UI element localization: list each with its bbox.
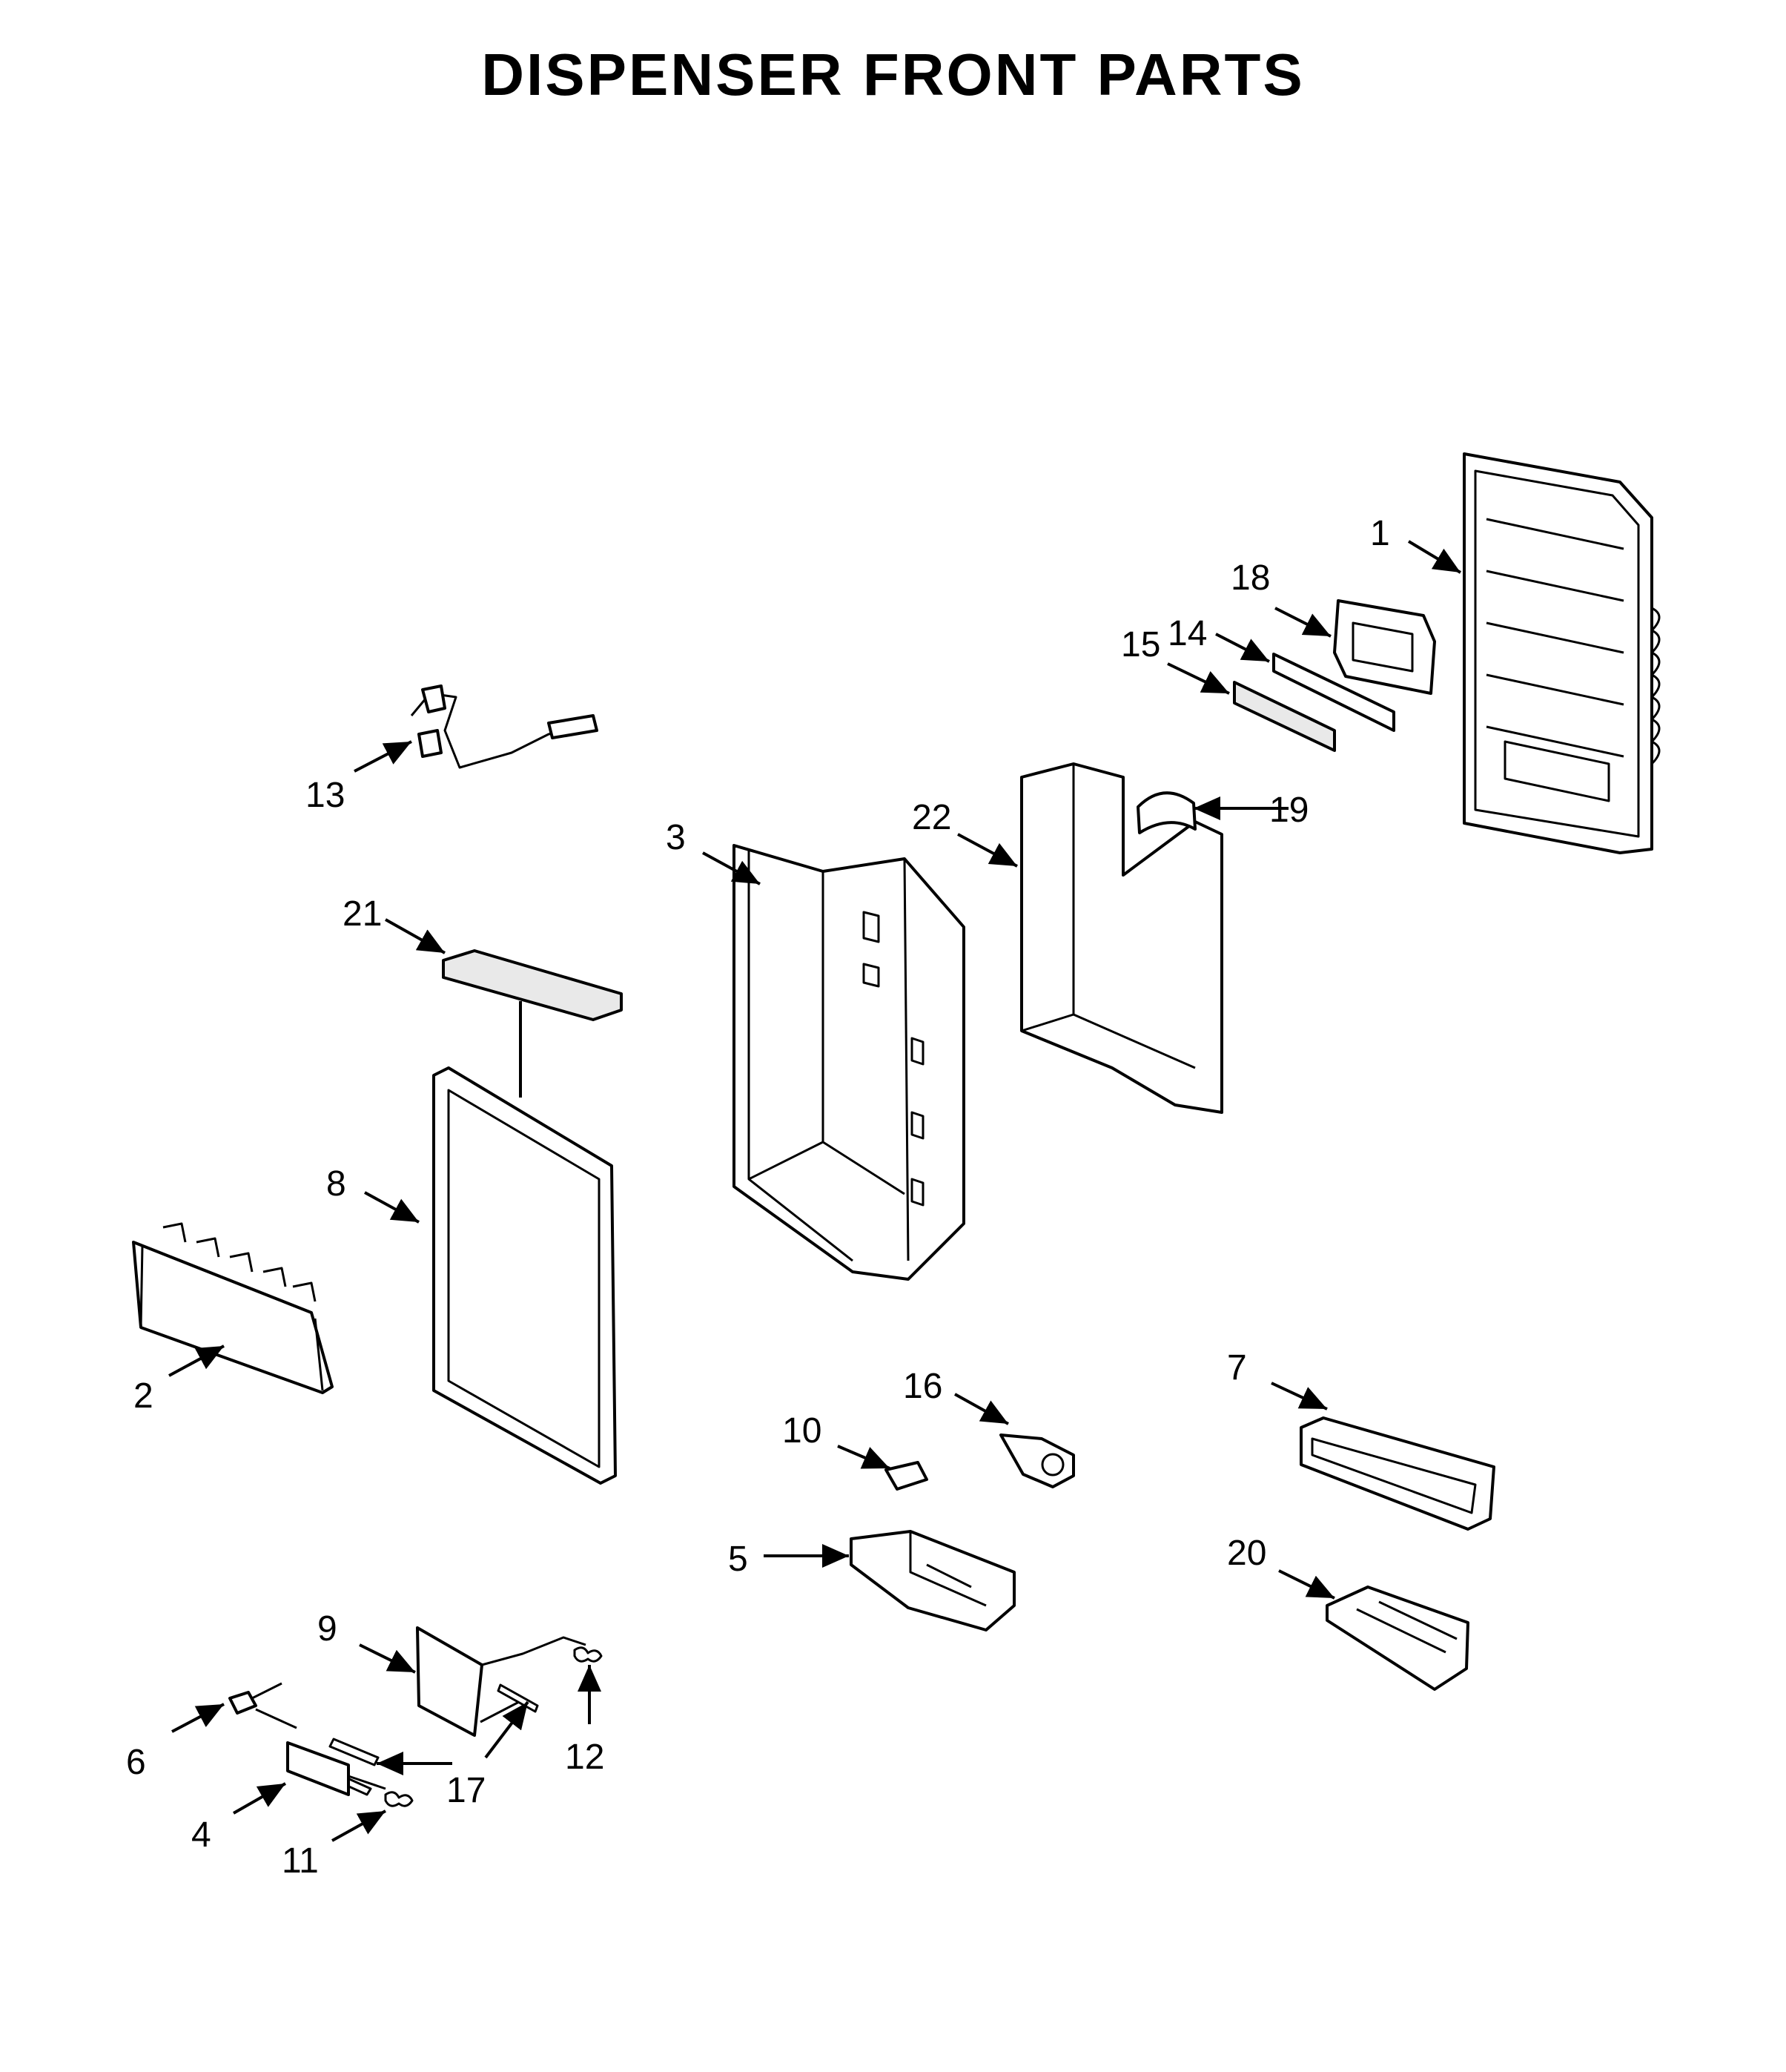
callout-6: 6	[126, 1743, 146, 1782]
part-21-strip	[442, 949, 623, 1021]
callout-8: 8	[326, 1164, 346, 1204]
callout-20: 20	[1227, 1534, 1266, 1573]
callout-10: 10	[782, 1411, 821, 1451]
leader-1	[1407, 540, 1462, 574]
leader-14	[1215, 633, 1270, 663]
callout-17: 17	[446, 1771, 486, 1810]
leader-20	[1278, 1569, 1335, 1600]
callout-12: 12	[565, 1738, 604, 1777]
part-8-frame	[432, 1066, 617, 1485]
part-12-spring	[573, 1646, 603, 1663]
part-9-pin	[480, 1683, 539, 1723]
part-4-bracket	[286, 1741, 386, 1796]
part-5-mount	[850, 1530, 1016, 1631]
callout-3: 3	[666, 818, 686, 857]
leader-17b	[484, 1700, 529, 1759]
leader-8	[364, 1191, 420, 1224]
callout-4: 4	[191, 1815, 211, 1855]
part-19-cap	[1137, 791, 1197, 834]
leader-22	[957, 833, 1018, 868]
callout-14: 14	[1168, 614, 1207, 653]
callout-1: 1	[1370, 514, 1390, 553]
callout-labels: 1 2 3 4 5 6 7 8 9 10 11 12 13 14 15 16 1…	[126, 514, 1390, 1881]
callout-7: 7	[1227, 1348, 1247, 1388]
callout-2: 2	[133, 1376, 153, 1416]
part-20-grille	[1326, 1586, 1469, 1691]
part-15-strip	[1233, 681, 1336, 752]
leader-11	[331, 1809, 386, 1842]
callout-22: 22	[912, 798, 951, 837]
page-title: DISPENSER FRONT PARTS	[481, 42, 1305, 108]
leader-4	[233, 1782, 286, 1815]
leader-9	[359, 1643, 416, 1674]
leader-arrows	[168, 540, 1462, 1842]
part-9-flap	[416, 1626, 586, 1737]
leader-10	[837, 1445, 890, 1470]
leader-2	[168, 1345, 225, 1377]
part-6-pin	[228, 1682, 297, 1729]
leader-18	[1274, 607, 1332, 638]
part-10-clip	[884, 1461, 928, 1491]
part-14-strip	[1272, 653, 1395, 732]
callout-18: 18	[1231, 558, 1270, 598]
callout-13: 13	[305, 776, 345, 815]
leader-15	[1167, 662, 1230, 695]
leader-13	[354, 740, 412, 773]
leader-16	[954, 1393, 1009, 1425]
leader-21	[385, 918, 446, 954]
callout-5: 5	[728, 1540, 748, 1579]
leader-6	[171, 1703, 225, 1733]
callout-11: 11	[282, 1841, 319, 1881]
callout-15: 15	[1121, 625, 1160, 664]
part-7-tray	[1300, 1416, 1495, 1531]
leader-3	[702, 851, 761, 885]
callout-21: 21	[343, 894, 382, 934]
part-2-panel	[132, 1222, 334, 1394]
part-3-chute-housing	[732, 844, 965, 1281]
callout-19: 19	[1269, 791, 1309, 830]
part-13-wire-harness	[410, 684, 598, 769]
part-16-actuator	[999, 1433, 1075, 1488]
callout-9: 9	[317, 1609, 337, 1649]
part-22-liner	[1020, 762, 1223, 1114]
callout-16: 16	[903, 1367, 942, 1406]
part-11-spring	[384, 1791, 414, 1807]
part-18-bracket	[1333, 599, 1436, 695]
leader-7	[1271, 1382, 1328, 1411]
part-1-housing	[1463, 452, 1661, 854]
